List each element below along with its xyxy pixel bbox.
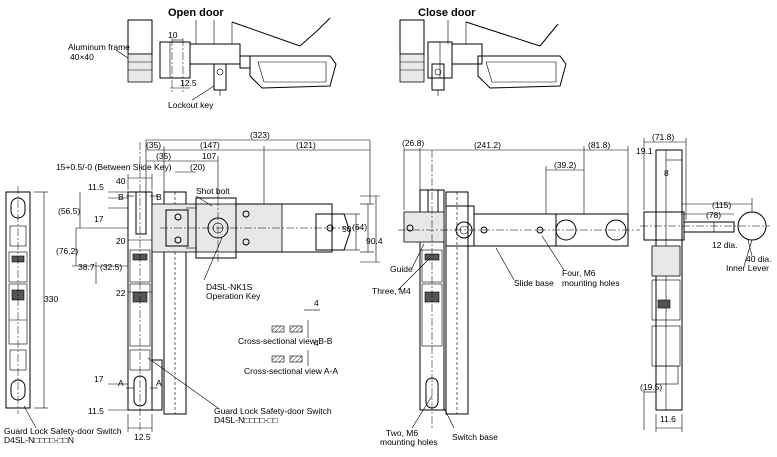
- dim-38-7: 38.7: [78, 262, 95, 272]
- dim-4a: 4: [314, 298, 319, 308]
- close-door-view: [399, 19, 567, 96]
- dim-4b: 4: [314, 338, 319, 348]
- dim-35b: (35): [156, 151, 171, 161]
- side-view: (71.8) 19.1 8 (115) (78) 12 dia. 40 dia.…: [636, 132, 772, 432]
- aluminum-frame-label: Aluminum frame: [68, 42, 130, 52]
- three-m4-label: Three, M4: [372, 286, 411, 296]
- dim-323: (323): [250, 130, 270, 140]
- dim-90-4: 90.4: [366, 236, 383, 246]
- left-switch-view: 330 Guard Lock Safety-door Switch D4SL-N…: [4, 186, 122, 445]
- dim-32-5: (32.5): [100, 262, 122, 272]
- dim-115: (115): [712, 200, 731, 210]
- slide-base-label: Slide base: [514, 278, 554, 288]
- operation-key-label: Operation Key: [206, 291, 261, 301]
- cross-section-aa: 4 Cross-sectional view A-A: [244, 338, 338, 376]
- dim-11-5-top: 11.5: [88, 182, 104, 192]
- close-door-title: Close door: [418, 7, 476, 19]
- dim-19-1: 19.1: [636, 146, 653, 156]
- dim-11-5-bot: 11.5: [88, 406, 104, 416]
- dim-330: 330: [44, 294, 58, 304]
- two-m6-holes: mounting holes: [380, 437, 438, 447]
- open-door-view: 10 12.5 Aluminum frame 40×40 Lockout key: [68, 17, 337, 110]
- dim-12-5-top: 12.5: [180, 78, 197, 88]
- left-switch-label: Guard Lock Safety-door Switch: [4, 426, 122, 436]
- dim-19-5: (19.5): [640, 382, 662, 392]
- dim-50: 50: [342, 224, 352, 234]
- dim-71-8: (71.8): [652, 132, 674, 142]
- shot-bolt-label: Shot bolt: [196, 186, 230, 196]
- dim-20p: (20): [190, 162, 205, 172]
- dim-35: (35): [146, 140, 161, 150]
- dim-17-bot: 17: [94, 374, 104, 384]
- dim-40: 40: [116, 176, 126, 186]
- dim-121: (121): [296, 140, 316, 150]
- aluminum-frame-size: 40×40: [70, 52, 94, 62]
- lockout-key-label: Lockout key: [168, 100, 214, 110]
- dim-64: (64): [352, 222, 367, 232]
- operation-key-model: D4SL-NK1S: [206, 282, 253, 292]
- two-m6-label: Two, M6: [386, 428, 418, 438]
- dim-8: 8: [664, 168, 669, 178]
- center-switch-model: D4SL-N□□□□-□□: [214, 415, 278, 425]
- inner-lever-label: Inner Lever: [726, 263, 769, 273]
- forty-dia-label: 40 dia.: [746, 254, 772, 264]
- cross-section-aa-label: Cross-sectional view A-A: [244, 366, 338, 376]
- dim-26-8: (26.8): [402, 138, 424, 148]
- dim-20: 20: [116, 236, 126, 246]
- dim-81-8: (81.8): [588, 140, 610, 150]
- close-door-front-view: (26.8) (241.2) (81.8) (39.2) Guide Three…: [372, 138, 640, 447]
- dim-10: 10: [168, 30, 178, 40]
- dim-147: (147): [200, 140, 220, 150]
- switch-base-label: Switch base: [452, 432, 498, 442]
- twelve-dia-label: 12 dia.: [712, 240, 738, 250]
- center-front-view: (323) (35) (147) (121) (35) 107 (20) 15+…: [56, 130, 383, 442]
- four-m6-holes: mounting holes: [562, 278, 620, 288]
- dim-22: 22: [116, 288, 126, 298]
- dim-78: (78): [706, 210, 721, 220]
- between-slide-key: 15+0.5/-0 (Between Slide Key): [56, 162, 172, 172]
- section-a-right: A: [156, 378, 162, 388]
- dim-11-6: 11.6: [660, 414, 676, 424]
- dim-241-2: (241.2): [474, 140, 501, 150]
- cross-section-bb: 4 Cross-sectional view B-B: [238, 298, 333, 346]
- dim-39-2: (39.2): [554, 160, 576, 170]
- center-switch-label: Guard Lock Safety-door Switch: [214, 406, 332, 416]
- dim-107: 107: [202, 151, 216, 161]
- section-b-right: B: [156, 192, 162, 202]
- dim-76-2: (76.2): [56, 246, 78, 256]
- left-switch-model: D4SL-N□□□□-□□N: [4, 435, 74, 445]
- dim-12-5-bot: 12.5: [134, 432, 151, 442]
- four-m6-label: Four, M6: [562, 268, 596, 278]
- section-b-left: B: [118, 192, 124, 202]
- cross-section-bb-label: Cross-sectional view B-B: [238, 336, 333, 346]
- dim-17-top: 17: [94, 214, 104, 224]
- guide-label: Guide: [390, 264, 413, 274]
- dim-56-5: (56.5): [58, 206, 80, 216]
- section-a-left: A: [118, 378, 124, 388]
- open-door-title: Open door: [168, 7, 224, 19]
